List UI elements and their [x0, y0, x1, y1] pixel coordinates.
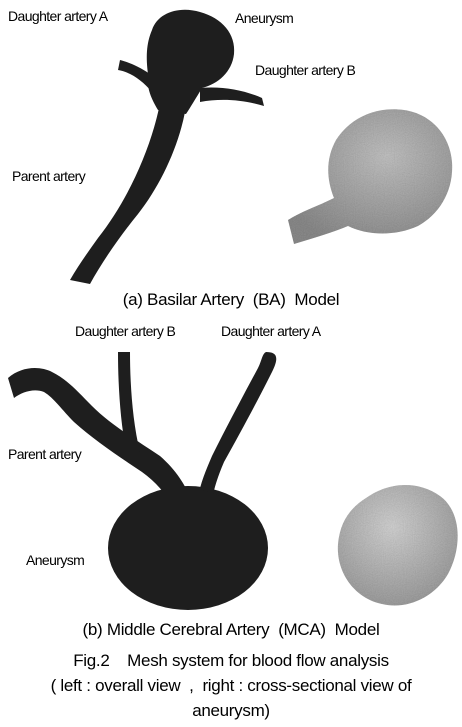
ba-label-daughter-artery-a: Daughter artery A — [8, 8, 108, 24]
figure-caption-line-2: ( left : overall view , right : cross-se… — [0, 676, 462, 696]
mca-aneurysm-mesh-view — [338, 485, 458, 606]
ba-daughter-artery-b — [200, 87, 264, 106]
ba-parent-artery — [70, 108, 185, 284]
figure-caption-line-1: Fig.2 Mesh system for blood flow analysi… — [0, 651, 462, 671]
mca-daughter-artery-a — [198, 352, 276, 500]
mca-parent-artery — [8, 368, 190, 506]
mca-vessel-overall — [8, 352, 276, 610]
mca-label-parent-artery: Parent artery — [8, 446, 81, 462]
ba-label-daughter-artery-b: Daughter artery B — [255, 62, 355, 78]
ba-label-aneurysm: Aneurysm — [235, 10, 293, 26]
mca-label-aneurysm: Aneurysm — [26, 552, 84, 568]
ba-label-parent-artery: Parent artery — [12, 168, 85, 184]
ba-aneurysm-mesh-view — [288, 109, 452, 244]
mca-caption: (b) Middle Cerebral Artery (MCA) Model — [0, 620, 462, 640]
ba-vessel-overall — [70, 10, 264, 284]
figure-caption-line-3: aneurysm) — [0, 701, 462, 721]
mca-label-daughter-artery-a: Daughter artery A — [221, 323, 321, 339]
ba-caption: (a) Basilar Artery (BA) Model — [0, 290, 462, 310]
ba-daughter-artery-a — [118, 60, 152, 92]
mca-label-daughter-artery-b: Daughter artery B — [75, 323, 175, 339]
